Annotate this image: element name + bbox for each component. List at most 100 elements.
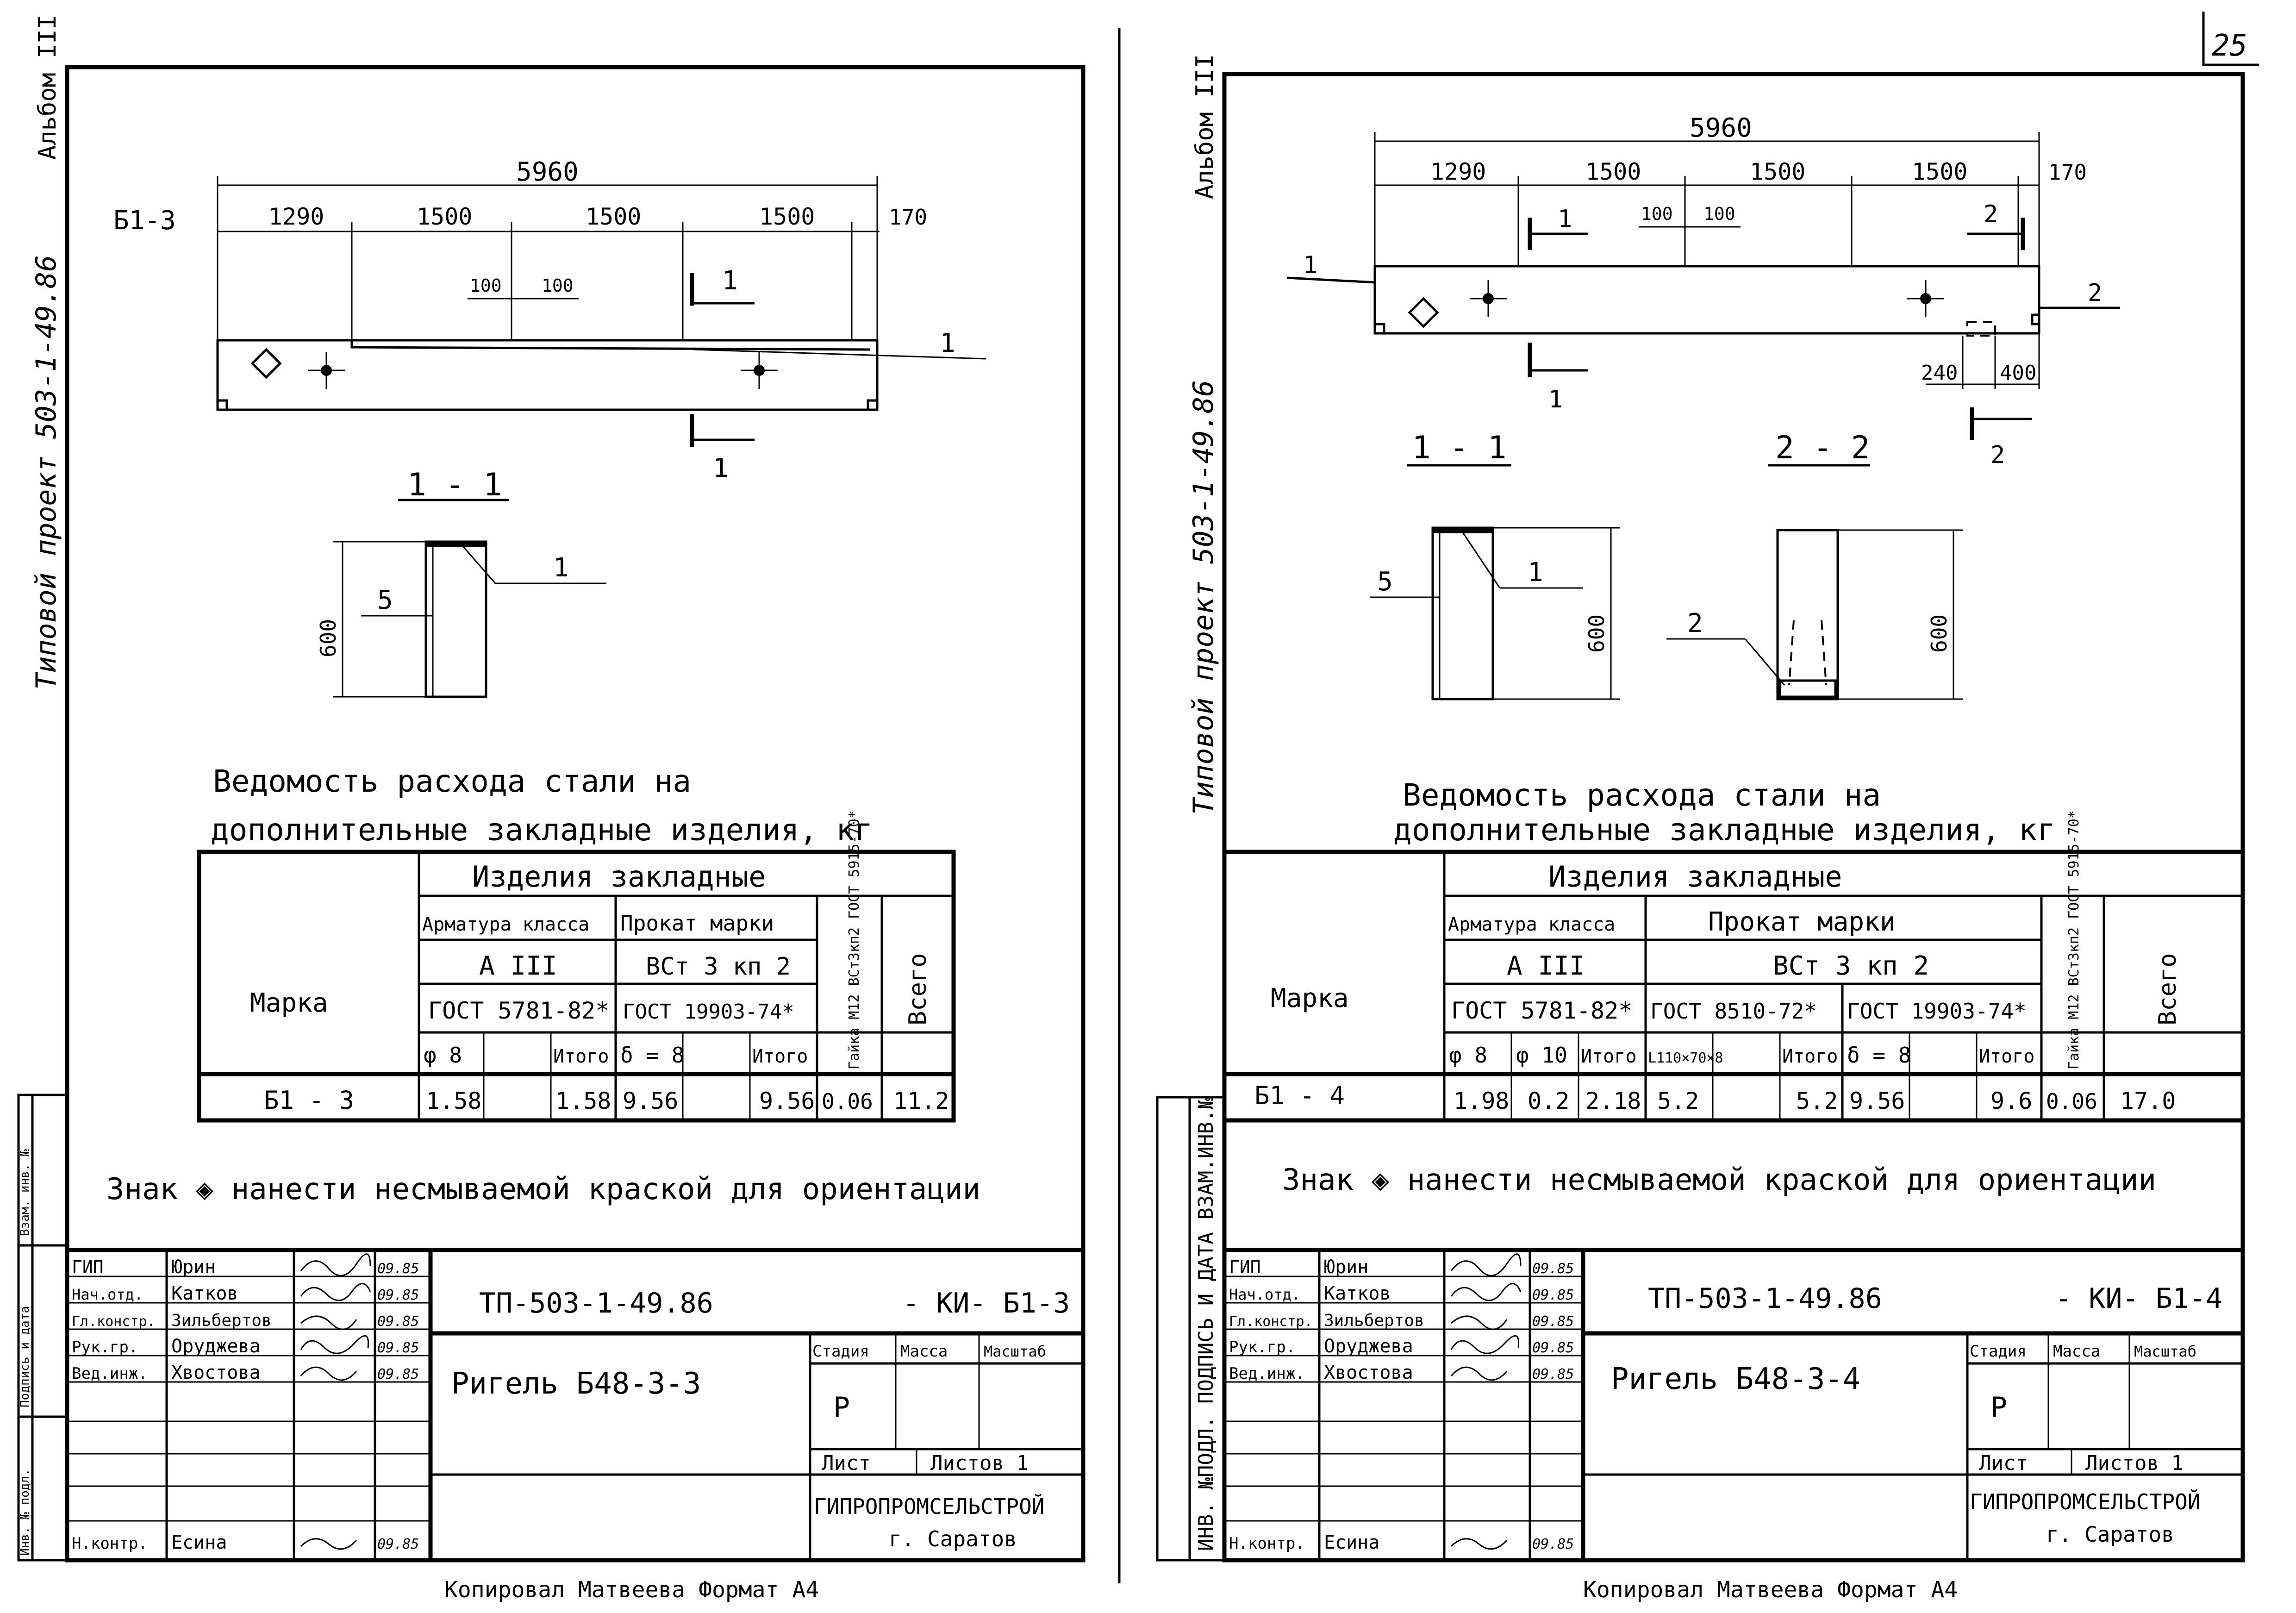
left-signature-5 [300, 1366, 357, 1381]
left-stamp-b: Подпись и дата [18, 1306, 32, 1407]
left-tb-role-1: ГИП [72, 1257, 104, 1277]
left-tb-role-4: Рук.гр. [72, 1338, 138, 1357]
right-tb-name-3: Зильбертов [1324, 1311, 1424, 1330]
left-th-prokat-grade: ВСт 3 кп 2 [646, 953, 791, 981]
right-section2-leader-label: 2 [1687, 608, 1703, 638]
right-tb-frame [1222, 1248, 2245, 1563]
right-th-prokat-gost-2: ГОСТ 19903-74* [1847, 999, 2027, 1024]
right-th-nut: Гайка М12 ВСт3кп2 ГОСТ 5915-70* [2066, 810, 2082, 1069]
left-th-sub-3: Итого [553, 1046, 609, 1067]
right-th-arm-class: А III [1507, 951, 1585, 981]
left-th-sub-6: Итого [752, 1046, 808, 1067]
left-table-title-2: дополнительные закладные изделия, кг [211, 812, 873, 848]
left-sheet: Типовой проект 503-1-49.86 Альбом III Ин… [17, 15, 1086, 1603]
right-section1-leader-label: 1 [1528, 557, 1543, 588]
right-cut-label-top: 1 [1558, 205, 1572, 233]
right-tb-role-4: Рук.гр. [1229, 1338, 1295, 1357]
right-dim-span-3: 1500 [1750, 158, 1805, 185]
right-tb-scale-label: Масштаб [2134, 1343, 2196, 1360]
left-th-prokat-gost: ГОСТ 19903-74* [623, 1000, 794, 1024]
left-orientation-mark [250, 348, 282, 379]
left-td-1: 1.58 [426, 1088, 481, 1114]
right-section1-height: 600 [1584, 614, 1609, 653]
right-tb-sheet-code: - КИ- Б1-4 [2055, 1282, 2222, 1315]
left-table-frame [197, 850, 956, 1123]
left-tb-role-3: Гл.констр. [72, 1313, 156, 1330]
right-tb-date-4: 09.85 [1532, 1340, 1574, 1356]
left-tb-name-5: Хвостова [171, 1362, 261, 1383]
left-th-group: Изделия закладные [472, 860, 766, 894]
right-th-group: Изделия закладные [1548, 860, 1842, 894]
left-stamp-c: Взам. инв. № [18, 1149, 32, 1236]
right-dim-span-5: 170 [2048, 160, 2087, 185]
left-beam-elevation: Б1-3 5960 1290 1500 1500 1500 170 100 10… [113, 157, 986, 483]
right-tb-drawing-title: Ригель Б48-3-4 [1611, 1362, 1860, 1396]
left-embed-plate-line [350, 340, 871, 351]
left-td-8: 11.2 [893, 1088, 949, 1114]
left-th-total: Всего [904, 953, 932, 1025]
right-th-sub-6: Итого [1782, 1046, 1838, 1067]
right-section2-dash-l [1788, 620, 1795, 686]
right-end-dim-2: 400 [2000, 361, 2036, 385]
left-tb-date-6: 09.85 [377, 1536, 419, 1552]
left-dim-total: 5960 [516, 157, 579, 187]
page-number: 25 [2212, 29, 2247, 63]
left-tb-role-2: Нач.отд. [72, 1286, 143, 1303]
left-beam-corner-l [218, 399, 228, 410]
right-tb-role-1: ГИП [1229, 1257, 1261, 1277]
right-td-marka: Б1 - 4 [1254, 1081, 1345, 1110]
left-cut-label-bottom: 1 [713, 453, 729, 483]
left-tb-name-4: Оруджева [171, 1336, 261, 1357]
right-section2-height: 600 [1927, 614, 1952, 653]
right-stamp-label: ИНВ. №ПОДЛ. ПОДПИСЬ И ДАТА ВЗАМ.ИНВ.№ [1194, 1097, 1218, 1551]
right-section-2-2: 2 - 2 2 600 [1666, 430, 1963, 700]
right-tb-name-1: Юрин [1324, 1257, 1368, 1278]
left-footer: Копировал Матвеева Формат А4 [444, 1577, 819, 1603]
left-th-nut: Гайка М12 ВСт3кп2 ГОСТ 5915-70* [846, 810, 862, 1069]
right-td-11: 17.0 [2120, 1088, 2176, 1114]
right-leader-label-1: 1 [1303, 251, 1317, 279]
right-tb-stage-value: Р [1990, 1391, 2007, 1424]
right-tb-date-6: 09.85 [1532, 1536, 1574, 1552]
right-th-sub-1: φ 8 [1449, 1043, 1487, 1068]
left-signature-6 [300, 1538, 357, 1550]
right-dim-total: 5960 [1690, 113, 1752, 143]
right-th-prokat-grade: ВСт 3 кп 2 [1773, 951, 1929, 981]
left-section-height: 600 [316, 619, 341, 657]
left-dim-span-4: 1500 [759, 203, 815, 230]
left-table-title-1: Ведомость расхода стали на [213, 763, 691, 799]
right-footer: Копировал Матвеева Формат А4 [1583, 1577, 1958, 1603]
right-tb-date-1: 09.85 [1532, 1261, 1574, 1277]
right-section2-dash-r [1821, 620, 1827, 686]
left-tb-scale-label: Масштаб [984, 1343, 1046, 1360]
left-th-arm: Арматура класса [422, 914, 589, 935]
left-tb-role-6: Н.контр. [72, 1534, 148, 1553]
right-beam-elevation: 5960 1290 1500 1500 1500 170 100 100 [1286, 113, 2120, 469]
right-th-total: Всего [2154, 953, 2182, 1025]
right-orientation-note: Знак ◈ нанести несмываемой краской для о… [1282, 1163, 2156, 1197]
left-section-1-1: 1 - 1 1 5 600 [316, 467, 606, 698]
right-steel-table: Ведомость расхода стали на дополнительны… [1222, 777, 2245, 1123]
right-dim-span-1: 1290 [1430, 158, 1486, 185]
left-section-plate [426, 542, 486, 547]
left-tb-role-5: Вед.инж. [72, 1364, 148, 1383]
right-beam-corner-l [1375, 323, 1385, 333]
right-album-label: Альбом III [1191, 54, 1219, 199]
left-signature-3 [300, 1315, 357, 1330]
left-dim-span-1: 1290 [268, 203, 324, 230]
right-section2-end-plate [1778, 679, 1837, 698]
left-tb-mass-label: Масса [900, 1342, 948, 1361]
left-beam-corner-r [867, 399, 877, 410]
right-th-arm-gost: ГОСТ 5781-82* [1451, 997, 1632, 1024]
right-tb-sheet-label: Лист [1979, 1451, 2028, 1475]
right-th-sub-2: φ 10 [1516, 1043, 1567, 1068]
right-tb-date-2: 09.85 [1532, 1287, 1574, 1303]
right-cut2-label-top: 2 [1984, 200, 1998, 228]
right-tb-role-5: Вед.инж. [1229, 1364, 1305, 1383]
right-signature-3 [1451, 1315, 1508, 1330]
right-th-marka: Марка [1271, 983, 1349, 1013]
right-th-prokat-gost-1: ГОСТ 8510-72* [1650, 999, 1817, 1024]
right-th-sub-3: Итого [1581, 1046, 1636, 1067]
left-tb-sheets-label: Листов 1 [930, 1451, 1029, 1475]
left-td-3: 1.58 [555, 1088, 611, 1114]
